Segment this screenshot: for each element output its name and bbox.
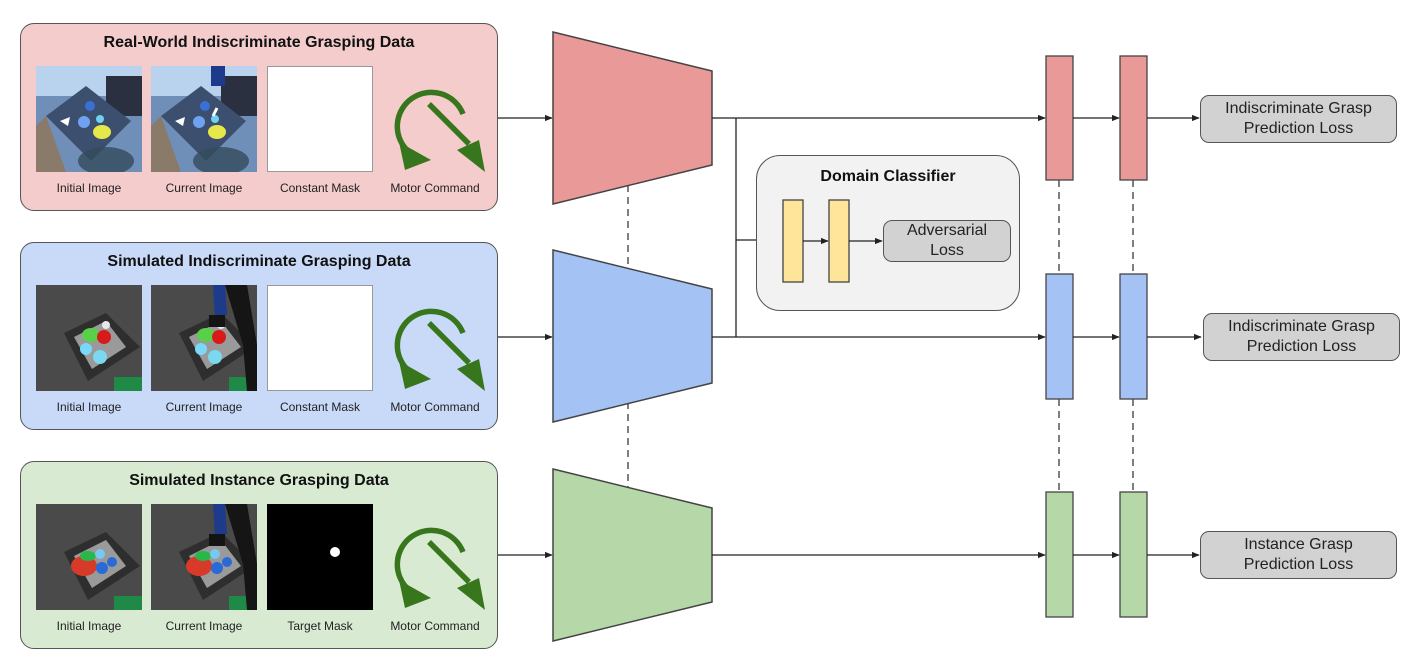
- motor-command-arrows-icon: [394, 308, 485, 391]
- current-image: [151, 504, 257, 610]
- caption-motor-command: Motor Command: [390, 400, 480, 414]
- encoder-instance: [552, 468, 713, 642]
- domain-classifier-panel: Domain Classifier Adversarial Loss: [756, 155, 1020, 311]
- encoder-sim: [552, 249, 713, 423]
- loss-line-2: Prediction Loss: [1243, 556, 1354, 573]
- panel-title: Real-World Indiscriminate Grasping Data: [103, 34, 415, 51]
- domain-classifier-title: Domain Classifier: [820, 168, 956, 185]
- caption-current-image: Current Image: [165, 181, 243, 195]
- adversarial-loss-line-1: Adversarial: [906, 222, 988, 239]
- loss-line-1: Instance Grasp: [1244, 536, 1353, 553]
- caption-current-image: Current Image: [165, 400, 243, 414]
- initial-image: [36, 285, 142, 391]
- caption-mask: Constant Mask: [279, 181, 361, 195]
- caption-current-image: Current Image: [165, 619, 243, 633]
- adversarial-loss-line-2: Loss: [930, 242, 964, 259]
- fc-layer-sim-2: [1119, 273, 1148, 400]
- caption-initial-image: Initial Image: [56, 400, 122, 414]
- data-panel-real: Real-World Indiscriminate Grasping Data: [20, 23, 498, 211]
- fc-layer-real-1: [1045, 55, 1074, 181]
- caption-motor-command: Motor Command: [390, 181, 480, 195]
- encoder-real: [552, 31, 713, 205]
- initial-image: [36, 504, 142, 610]
- mask-image: [267, 66, 373, 172]
- initial-image: [36, 66, 142, 172]
- loss-line-2: Prediction Loss: [1243, 120, 1354, 137]
- caption-initial-image: Initial Image: [56, 619, 122, 633]
- mask-image: [267, 285, 373, 391]
- motor-command-arrows-icon: [394, 89, 485, 172]
- loss-line-1: Indiscriminate Grasp: [1228, 318, 1375, 335]
- data-panel-sim: Simulated Indiscriminate Grasping Data I…: [20, 242, 498, 430]
- panel-title: Simulated Instance Grasping Data: [129, 472, 389, 489]
- current-image: [151, 66, 257, 172]
- caption-mask: Target Mask: [287, 619, 353, 633]
- panel-title: Simulated Indiscriminate Grasping Data: [107, 253, 411, 270]
- classifier-layer-1: [782, 199, 804, 283]
- caption-motor-command: Motor Command: [390, 619, 480, 633]
- loss-line-1: Indiscriminate Grasp: [1225, 100, 1372, 117]
- mask-image: [267, 504, 373, 610]
- domain-classifier-layers: [782, 199, 883, 283]
- data-panel-instance: Simulated Instance Grasping Data Initial…: [20, 461, 498, 649]
- fc-layer-sim-1: [1045, 273, 1074, 400]
- caption-initial-image: Initial Image: [56, 181, 122, 195]
- caption-mask: Constant Mask: [279, 400, 361, 414]
- fc-layer-instance-1: [1045, 491, 1074, 618]
- classifier-layer-2: [828, 199, 850, 283]
- fc-layer-real-2: [1119, 55, 1148, 181]
- adversarial-loss-box: Adversarial Loss: [883, 220, 1011, 262]
- loss-line-2: Prediction Loss: [1246, 338, 1357, 355]
- motor-command-arrows-icon: [394, 527, 485, 610]
- current-image: [151, 285, 257, 391]
- fc-layer-instance-2: [1119, 491, 1148, 618]
